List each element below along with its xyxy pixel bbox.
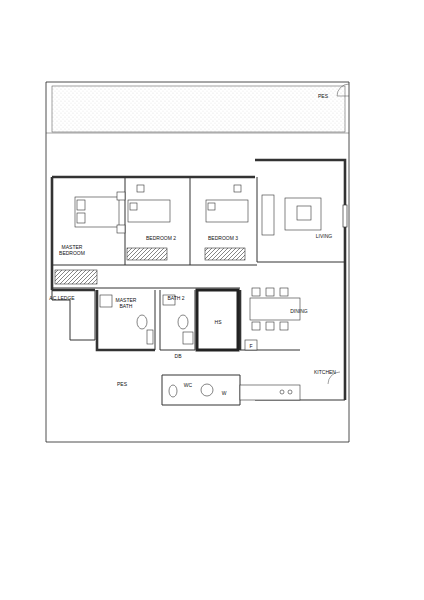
- room-label: MASTER BATH: [113, 297, 139, 309]
- pes-label: PES: [318, 93, 328, 99]
- room-label: MASTER BEDROOM: [57, 244, 87, 256]
- room-label: BEDROOM 2: [146, 235, 176, 241]
- fixture-label: W: [222, 390, 227, 396]
- room-label: KITCHEN: [314, 369, 336, 375]
- room-label: BEDROOM 3: [208, 235, 238, 241]
- room-label: BATH 2: [167, 295, 184, 301]
- room-label: AC LEDGE: [49, 295, 74, 301]
- pes-label: PES: [117, 381, 127, 387]
- fixture-label: F: [249, 343, 252, 349]
- room-label: WC: [184, 382, 192, 388]
- room-label: DINING: [290, 308, 308, 314]
- fixture-label: DB: [175, 353, 182, 359]
- room-label: HS: [215, 319, 222, 325]
- room-label: LIVING: [316, 233, 332, 239]
